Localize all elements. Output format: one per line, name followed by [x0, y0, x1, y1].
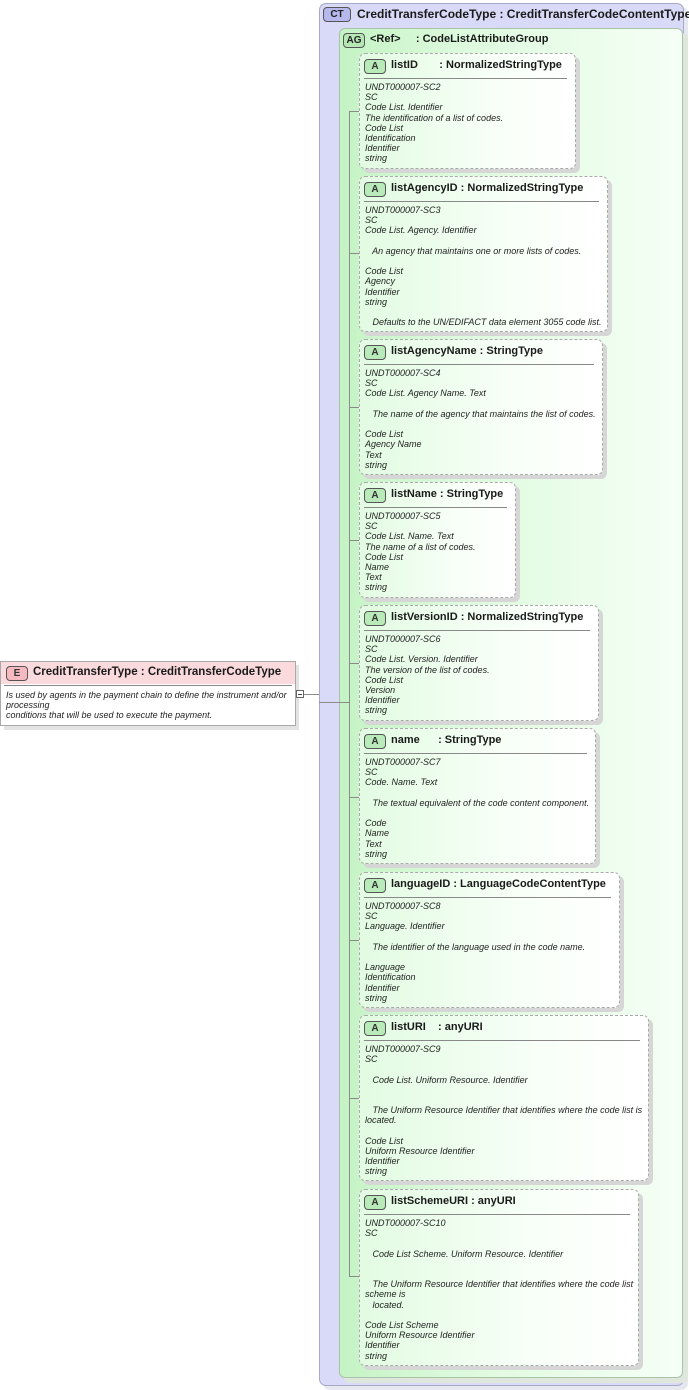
element-title: CreditTransferType : CreditTransferCodeT… — [33, 666, 282, 678]
attribute-documentation: UNDT000007-SC3 SC Code List. Agency. Ide… — [365, 205, 602, 328]
attribute-separator — [364, 897, 611, 898]
complex-type-badge: CT — [323, 7, 351, 22]
attribute-listschemeuri[interactable]: A listSchemeURI : anyURI UNDT000007-SC10… — [359, 1189, 639, 1366]
attribute-badge: A — [364, 878, 386, 893]
attribute-separator — [364, 78, 567, 79]
attribute-listuri[interactable]: A listURI : anyURI UNDT000007-SC9 SC Cod… — [359, 1015, 649, 1181]
connector-element-to-type — [304, 694, 319, 695]
attribute-group-title: <Ref> : CodeListAttributeGroup — [370, 33, 549, 45]
connector-branch-listschemeuri — [349, 1276, 359, 1277]
attribute-badge: A — [364, 611, 386, 626]
attribute-name[interactable]: A name : StringType UNDT000007-SC7 SC Co… — [359, 728, 596, 864]
attribute-separator — [364, 630, 590, 631]
attribute-badge: A — [364, 1195, 386, 1210]
attribute-listid[interactable]: A listID : NormalizedStringType UNDT0000… — [359, 53, 576, 169]
attribute-title: listName : StringType — [391, 488, 504, 500]
attribute-listagencyid[interactable]: A listAgencyID : NormalizedStringType UN… — [359, 176, 608, 332]
attribute-separator — [364, 753, 587, 754]
element-header — [1, 662, 295, 684]
element-documentation: Is used by agents in the payment chain t… — [6, 690, 287, 721]
connector-branch-listname — [349, 540, 359, 541]
attribute-documentation: UNDT000007-SC4 SC Code List. Agency Name… — [365, 368, 596, 470]
element-separator — [4, 685, 292, 686]
connector-branch-listuri — [349, 1098, 359, 1099]
connector-type-to-group — [319, 702, 349, 703]
attribute-title: listURI : anyURI — [391, 1021, 483, 1033]
attribute-title: listAgencyName : StringType — [391, 345, 543, 357]
connector-branch-listagencyname — [349, 407, 359, 408]
complex-type-title: CreditTransferCodeType : CreditTransferC… — [357, 7, 689, 21]
attribute-separator — [364, 507, 507, 508]
element-badge: E — [6, 666, 28, 681]
attribute-title: listAgencyID : NormalizedStringType — [391, 182, 584, 194]
attribute-documentation: UNDT000007-SC10 SC Code List Scheme. Uni… — [365, 1218, 634, 1361]
attribute-title: listVersionID : NormalizedStringType — [391, 611, 584, 623]
attribute-documentation: UNDT000007-SC2 SC Code List. Identifier … — [365, 82, 504, 164]
attribute-badge: A — [364, 59, 386, 74]
collapse-toggle-icon[interactable] — [296, 690, 304, 698]
attribute-badge: A — [364, 734, 386, 749]
attribute-documentation: UNDT000007-SC7 SC Code. Name. Text The t… — [365, 757, 590, 859]
connector-branch-languageid — [349, 940, 359, 941]
attribute-documentation: UNDT000007-SC5 SC Code List. Name. Text … — [365, 511, 476, 593]
attribute-separator — [364, 1214, 630, 1215]
attribute-separator — [364, 364, 594, 365]
connector-branch-listversionid — [349, 663, 359, 664]
connector-trunk — [349, 111, 350, 1277]
attribute-title: name : StringType — [391, 734, 502, 746]
attribute-badge: A — [364, 182, 386, 197]
attribute-separator — [364, 1040, 640, 1041]
attribute-title: listID : NormalizedStringType — [391, 59, 562, 71]
connector-branch-name — [349, 797, 359, 798]
connector-branch-listagencyid — [349, 253, 359, 254]
attribute-group-badge: AG — [343, 33, 365, 48]
connector-branch-listid — [349, 111, 359, 112]
attribute-listname[interactable]: A listName : StringType UNDT000007-SC5 S… — [359, 482, 516, 598]
attribute-separator — [364, 201, 599, 202]
attribute-listversionid[interactable]: A listVersionID : NormalizedStringType U… — [359, 605, 599, 721]
attribute-badge: A — [364, 345, 386, 360]
attribute-badge: A — [364, 488, 386, 503]
attribute-documentation: UNDT000007-SC8 SC Language. Identifier T… — [365, 901, 586, 1003]
attribute-languageid[interactable]: A languageID : LanguageCodeContentType U… — [359, 872, 620, 1008]
attribute-documentation: UNDT000007-SC9 SC Code List. Uniform Res… — [365, 1044, 643, 1177]
attribute-badge: A — [364, 1021, 386, 1036]
attribute-title: listSchemeURI : anyURI — [391, 1195, 516, 1207]
attribute-title: languageID : LanguageCodeContentType — [391, 878, 606, 890]
attribute-documentation: UNDT000007-SC6 SC Code List. Version. Id… — [365, 634, 490, 716]
attribute-listagencyname[interactable]: A listAgencyName : StringType UNDT000007… — [359, 339, 603, 475]
